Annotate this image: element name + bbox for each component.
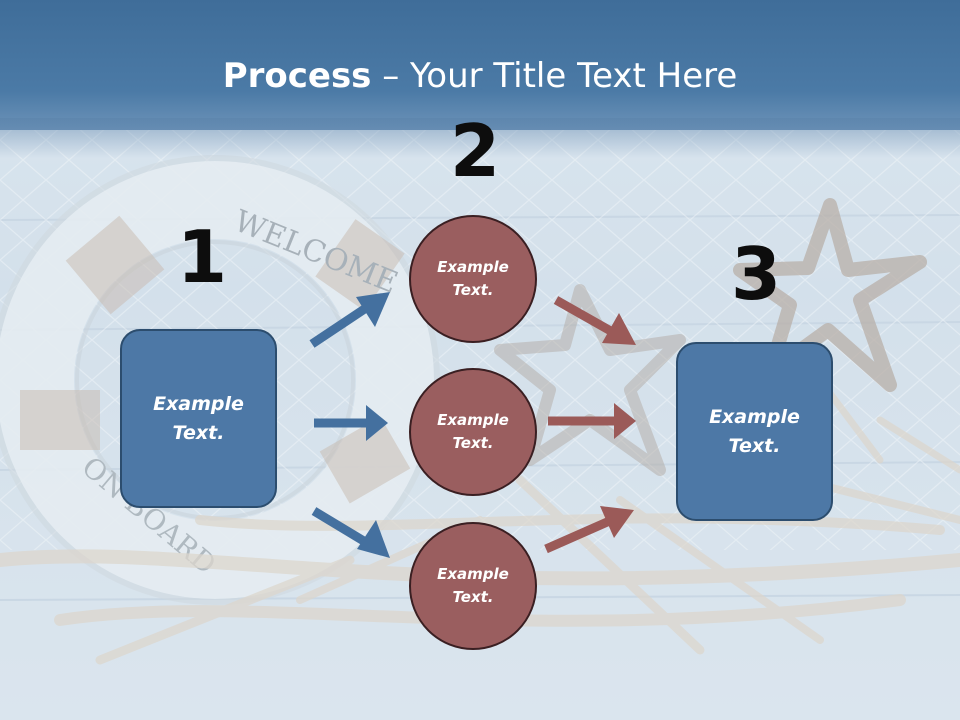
step-1-text-line2: Text. bbox=[172, 421, 225, 444]
arrow-1-to-2b bbox=[314, 405, 388, 441]
step-1-text-line1: Example bbox=[153, 392, 244, 415]
arrow-1-to-2a bbox=[309, 292, 390, 348]
step-3-box: Example Text. bbox=[676, 342, 833, 521]
title-bold: Process bbox=[222, 56, 372, 96]
title-bar-fade bbox=[0, 118, 960, 158]
step-2-circle-bottom: Example Text. bbox=[409, 522, 537, 650]
circle-text-line2: Text. bbox=[452, 434, 494, 452]
arrow-2b-to-3 bbox=[548, 403, 636, 439]
title-rest: – Your Title Text Here bbox=[371, 56, 738, 96]
arrow-1-to-2c bbox=[311, 507, 390, 558]
step-3-text-line1: Example bbox=[709, 405, 800, 428]
step-1-box: Example Text. bbox=[120, 329, 277, 508]
step-2-circle-top: Example Text. bbox=[409, 215, 537, 343]
step-number-2: 2 bbox=[450, 109, 501, 193]
slide-title: Process – Your Title Text Here bbox=[0, 54, 960, 98]
circle-text-line1: Example bbox=[437, 258, 509, 276]
circle-text-line2: Text. bbox=[452, 281, 494, 299]
step-2-circle-middle: Example Text. bbox=[409, 368, 537, 496]
step-number-1: 1 bbox=[177, 215, 228, 299]
step-number-3: 3 bbox=[731, 232, 782, 316]
circle-text-line2: Text. bbox=[452, 588, 494, 606]
step-3-text-line2: Text. bbox=[728, 434, 781, 457]
arrow-2a-to-3 bbox=[553, 296, 636, 345]
circle-text-line1: Example bbox=[437, 565, 509, 583]
starfish-icon bbox=[733, 198, 927, 392]
circle-text-line1: Example bbox=[437, 411, 509, 429]
title-bar bbox=[0, 0, 960, 130]
arrow-2c-to-3 bbox=[544, 506, 634, 554]
